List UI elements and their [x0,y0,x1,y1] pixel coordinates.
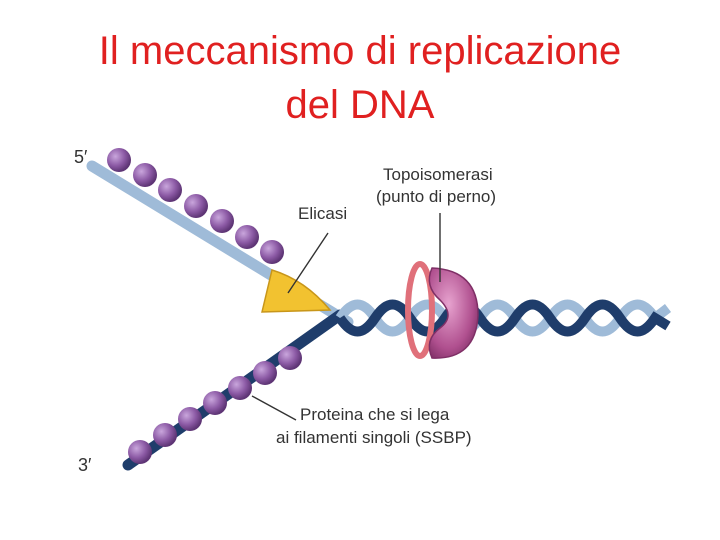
ssbp-label-line-2: ai filamenti singoli (SSBP) [276,428,472,447]
ssbp-protein [184,194,208,218]
ssbp-protein [107,148,131,172]
three-prime-label: 3′ [78,455,92,475]
ssbp-protein [178,407,202,431]
helix-light-strand [335,299,672,337]
ssbp-protein [210,209,234,233]
helicase-leader-line [287,232,329,294]
ssbp-protein [128,440,152,464]
slide-title: Il meccanismo di replicazione del DNA [0,24,720,132]
topoisomerase-ring [405,261,435,359]
title-line-2: del DNA [285,83,435,127]
ssbp-protein [260,240,284,264]
ssbp-protein [158,178,182,202]
ssbp-protein [235,225,259,249]
ssbp-lower-group [128,346,302,464]
title-line-1: Il meccanismo di replicazione [98,29,622,73]
ssbp-protein [153,423,177,447]
helicase-label: Elicasi [298,204,347,223]
ssbp-protein [278,346,302,370]
ssbp-protein [133,163,157,187]
ssbp-protein [253,361,277,385]
topoisomerase-label-line-2: (punto di perno) [376,187,496,206]
topoisomerase [428,267,479,359]
ssbp-leader-line [251,395,297,421]
ssbp-protein [228,376,252,400]
five-prime-label: 5′ [74,147,88,167]
helicase [261,269,332,313]
ssbp-label-line-1: Proteina che si lega [300,405,450,424]
topoisomerase-label-line-1: Topoisomerasi [383,165,493,184]
ssbp-protein [203,391,227,415]
ssbp-upper-group [107,148,284,264]
helix-dark-strand [335,299,671,337]
